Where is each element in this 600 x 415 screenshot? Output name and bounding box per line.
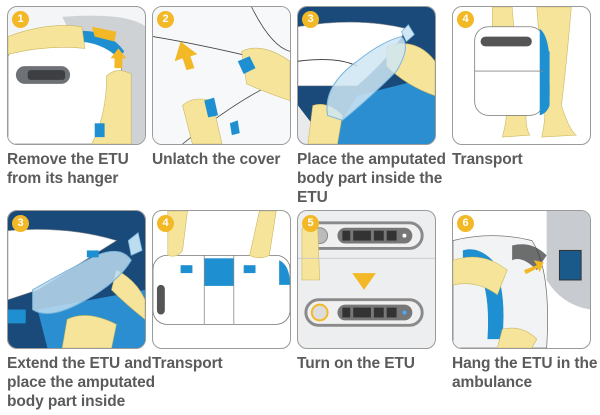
transport-carry-illustration: 4 — [452, 6, 591, 145]
step-transport-carry: 4 Transport — [452, 6, 592, 169]
hang-in-ambulance-illustration: 6 — [452, 210, 591, 349]
step-hang-in-ambulance: 6 Hang the ETU in the ambulance — [452, 210, 597, 392]
step-number-badge: 3 — [302, 11, 319, 28]
step-extend-etu: 3 Extend the ETU and place the amputated… — [7, 210, 155, 411]
step-number-badge: 2 — [157, 11, 174, 28]
step-number-badge: 1 — [12, 11, 29, 28]
power-on-illustration: 5 — [297, 210, 436, 349]
step-number-badge: 6 — [457, 215, 474, 232]
step-number-badge: 4 — [157, 215, 174, 232]
place-body-part-illustration: 3 — [297, 6, 436, 145]
step-transport-two-hands: 4 Transport — [152, 210, 292, 373]
step-caption: Remove the ETU from its hanger — [7, 151, 129, 187]
step-place-body-part: 3 Place the amputated body part inside t… — [297, 6, 446, 207]
step-caption: Transport — [152, 355, 223, 372]
step-number-badge: 5 — [302, 215, 319, 232]
step-caption: Place the amputated body part inside the… — [297, 151, 446, 206]
step-remove-from-hanger: 1 Remove the ETU from its hanger — [7, 6, 147, 188]
step-unlatch-cover: 2 Unlatch the cover — [152, 6, 292, 169]
remove-from-hanger-illustration: 1 — [7, 6, 146, 145]
step-turn-on: 5 Turn on the ETU — [297, 210, 437, 373]
step-number-badge: 4 — [457, 11, 474, 28]
unlatch-cover-illustration: 2 — [152, 6, 291, 145]
step-caption: Unlatch the cover — [152, 151, 281, 168]
step-number-badge: 3 — [12, 215, 29, 232]
step-caption: Extend the ETU and place the amputated b… — [7, 355, 155, 410]
step-caption: Turn on the ETU — [297, 355, 415, 372]
step-caption: Hang the ETU in the ambulance — [452, 355, 598, 391]
transport-two-hands-illustration: 4 — [152, 210, 291, 349]
extend-etu-illustration: 3 — [7, 210, 146, 349]
step-caption: Transport — [452, 151, 523, 168]
